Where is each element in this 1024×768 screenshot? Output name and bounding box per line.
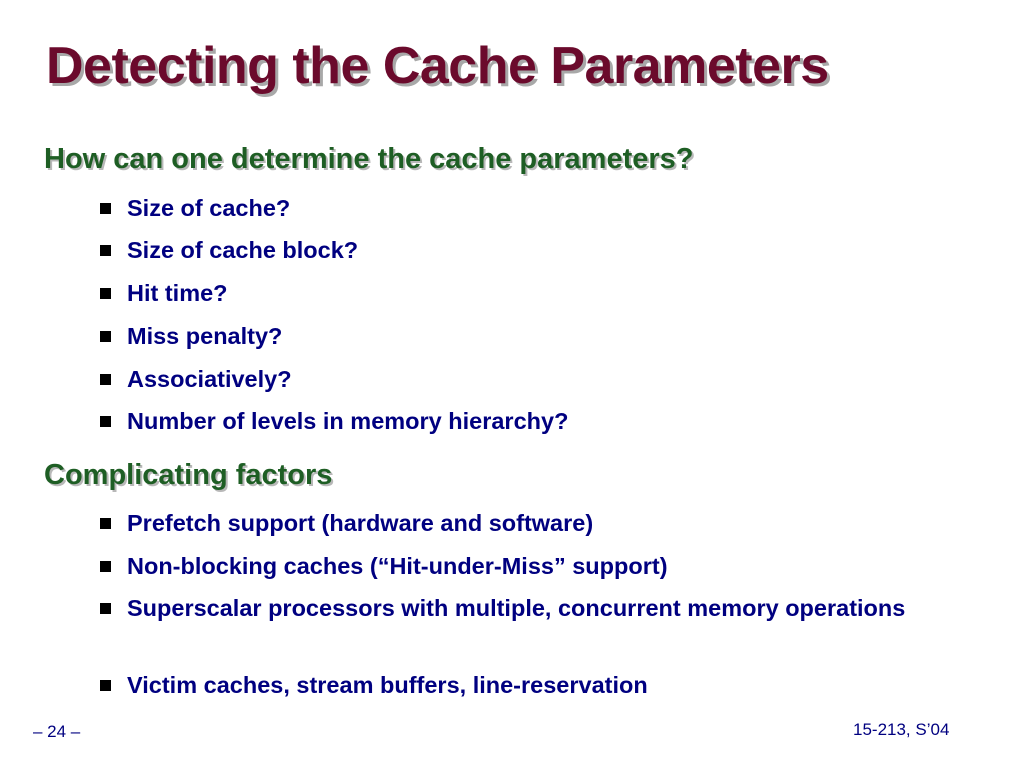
square-bullet-icon xyxy=(100,331,111,342)
square-bullet-icon xyxy=(100,680,111,691)
bullet-text: Victim caches, stream buffers, line-rese… xyxy=(127,672,648,698)
square-bullet-icon xyxy=(100,288,111,299)
square-bullet-icon xyxy=(100,603,111,614)
bullet-text: Prefetch support (hardware and software) xyxy=(127,510,594,536)
slide-title: Detecting the Cache Parameters xyxy=(46,37,829,95)
course-label: 15-213, S’04 xyxy=(853,720,950,739)
page-number: – 24 – xyxy=(33,722,81,741)
section-heading-complicating: Complicating factors xyxy=(44,459,333,491)
square-bullet-icon xyxy=(100,561,111,572)
bullet-text: Number of levels in memory hierarchy? xyxy=(127,408,569,434)
square-bullet-icon xyxy=(100,203,111,214)
bullet-text: Non-blocking caches (“Hit-under-Miss” su… xyxy=(127,553,668,579)
square-bullet-icon xyxy=(100,245,111,256)
square-bullet-icon xyxy=(100,374,111,385)
bullet-text: Associatively? xyxy=(127,366,292,392)
bullet-text: Hit time? xyxy=(127,280,228,306)
bullet-text: Superscalar processors with multiple, co… xyxy=(127,595,906,621)
bullet-text: Miss penalty? xyxy=(127,323,283,349)
square-bullet-icon xyxy=(100,518,111,529)
section-heading-determine: How can one determine the cache paramete… xyxy=(44,143,694,175)
square-bullet-icon xyxy=(100,416,111,427)
bullet-text: Size of cache block? xyxy=(127,237,359,263)
bullet-text: Size of cache? xyxy=(127,195,291,221)
